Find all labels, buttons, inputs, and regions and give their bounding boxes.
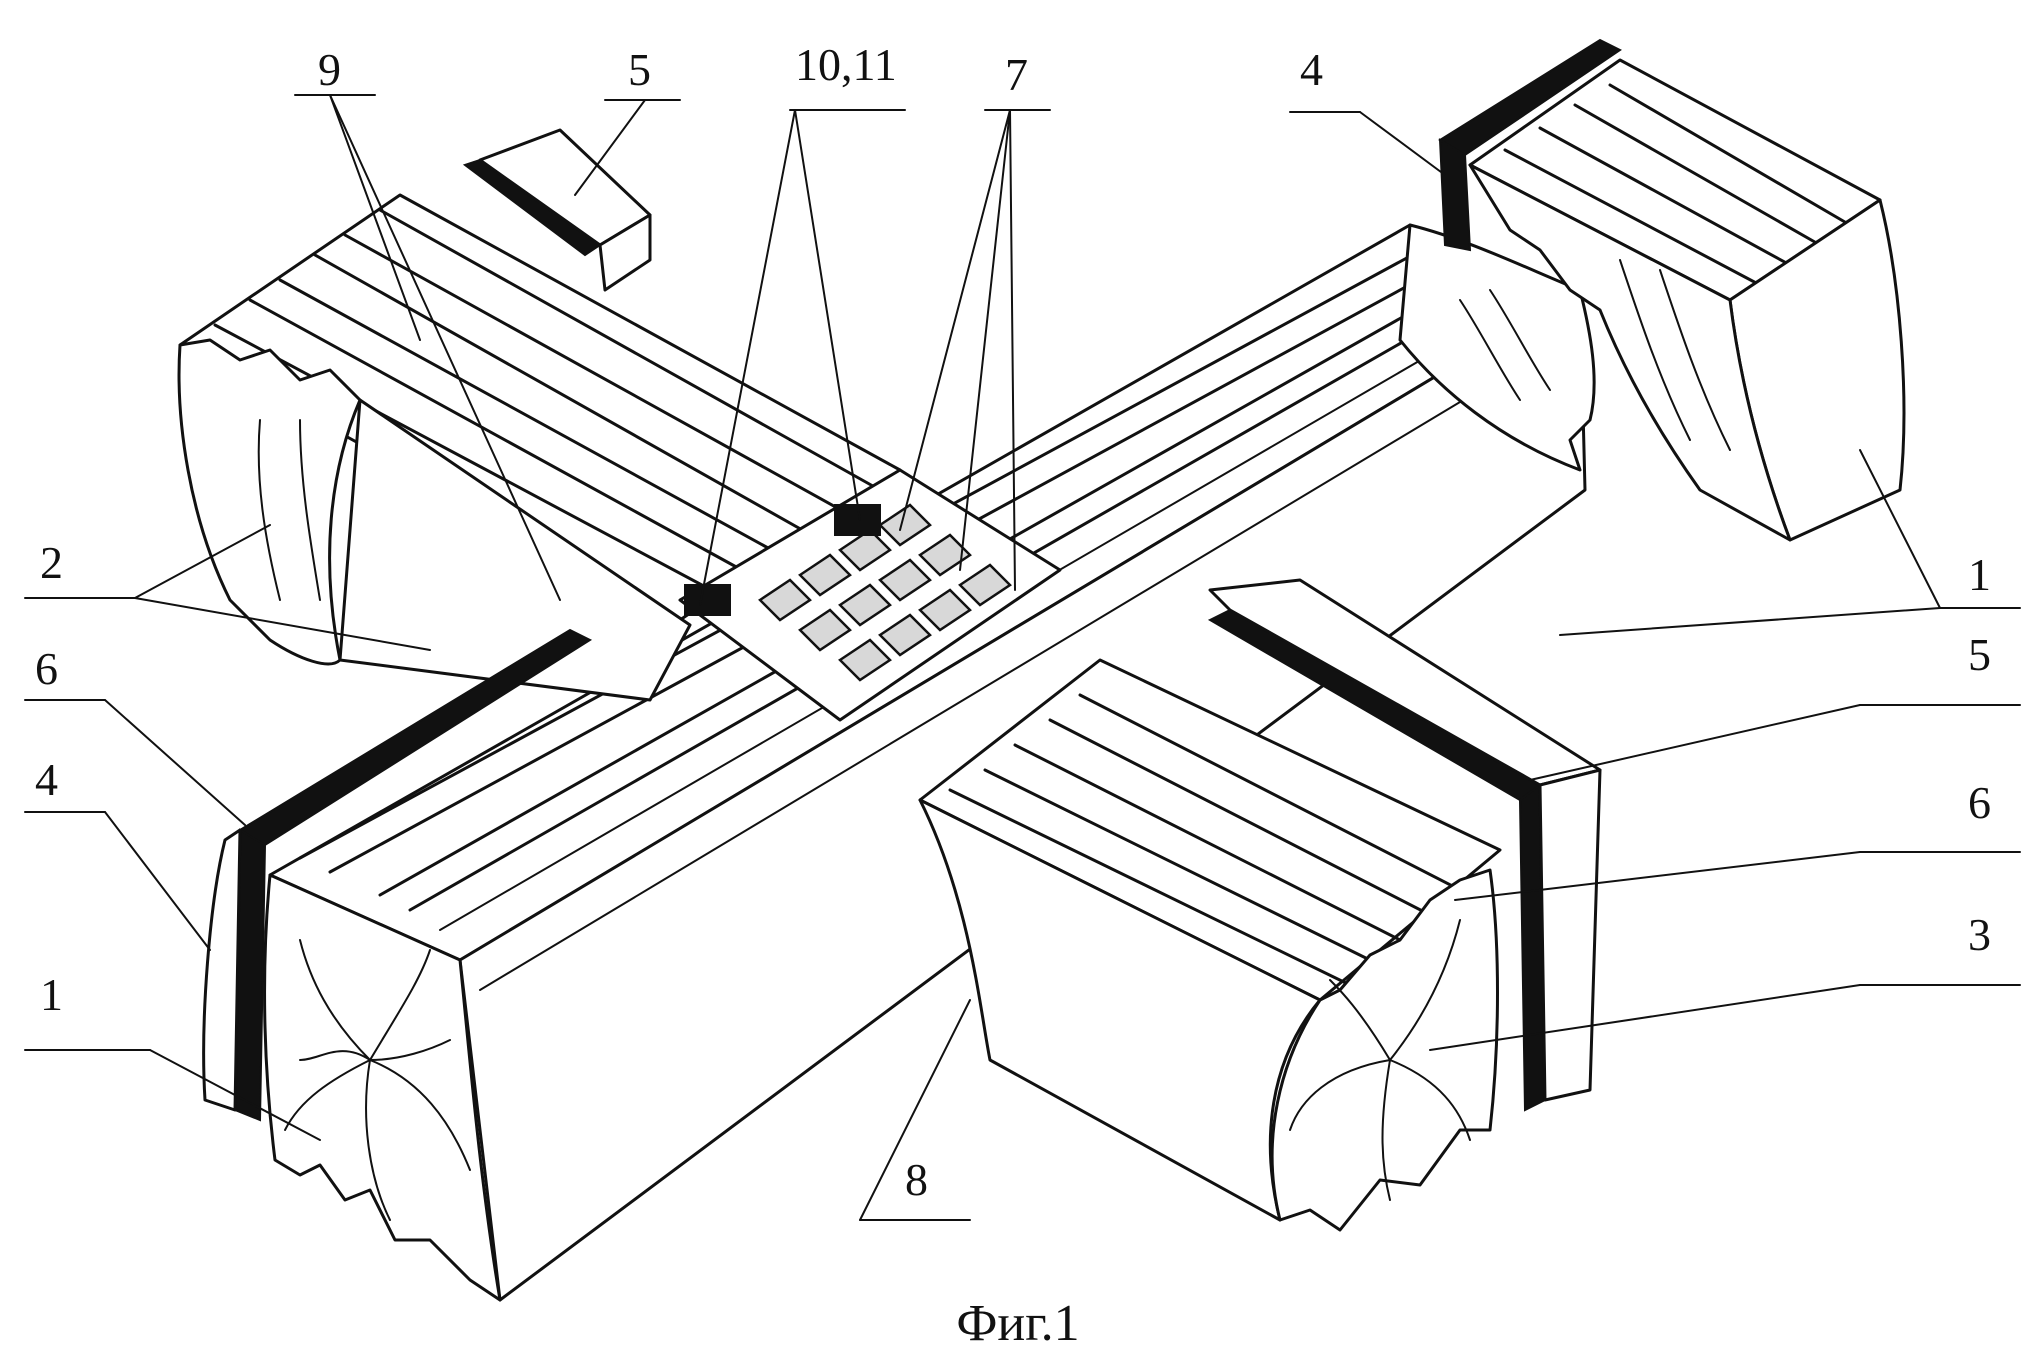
label-2: 2 bbox=[40, 537, 63, 588]
label-5-right: 5 bbox=[1968, 629, 1991, 680]
label-3: 3 bbox=[1968, 909, 1991, 960]
label-10-11: 10,11 bbox=[795, 39, 897, 90]
label-4-top: 4 bbox=[1300, 44, 1323, 95]
label-9: 9 bbox=[318, 44, 341, 95]
label-1-right: 1 bbox=[1968, 549, 1991, 600]
label-7: 7 bbox=[1005, 49, 1028, 100]
label-8: 8 bbox=[905, 1154, 928, 1205]
label-6-left: 6 bbox=[35, 643, 58, 694]
label-6-right: 6 bbox=[1968, 777, 1991, 828]
figure-caption: Фиг.1 bbox=[956, 1295, 1079, 1352]
insert-10 bbox=[685, 585, 730, 615]
label-1-left: 1 bbox=[40, 969, 63, 1020]
label-5-top: 5 bbox=[628, 44, 651, 95]
label-4-left: 4 bbox=[35, 754, 58, 805]
